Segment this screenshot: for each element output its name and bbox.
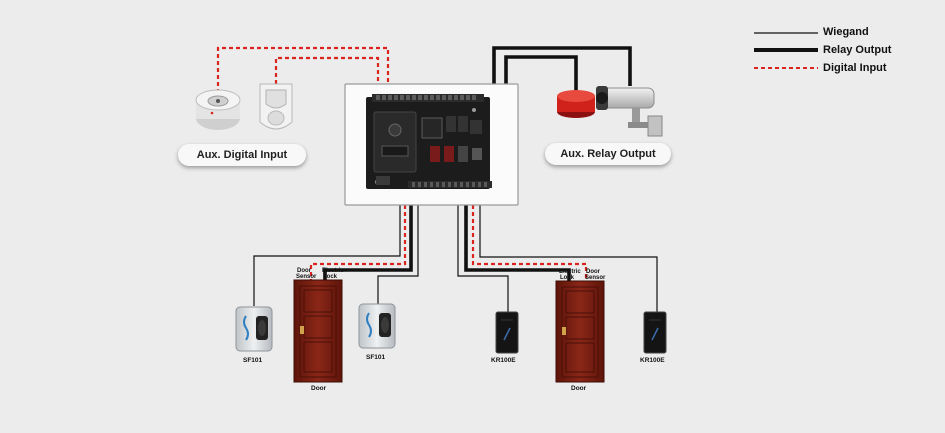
siren-icon <box>557 90 595 118</box>
door-left-label: Door <box>311 385 327 392</box>
legend-digital-label: Digital Input <box>823 62 887 74</box>
legend-relay-label: Relay Output <box>823 44 892 56</box>
controller-panel <box>344 83 519 206</box>
smoke-detector-icon <box>195 89 241 130</box>
sf101-left-label: SF101 <box>243 357 263 364</box>
fingerprint-reader-right-icon <box>358 303 396 349</box>
electric-lock-right-label: Electric Lock <box>559 269 581 281</box>
legend-lines <box>754 32 818 69</box>
cctv-camera-icon <box>596 86 663 137</box>
fingerprint-reader-left-icon <box>235 306 273 352</box>
digital-input-top-wires <box>216 46 390 93</box>
door-right-icon <box>555 280 605 383</box>
door-right-label: Door <box>571 385 587 392</box>
legend-wiegand-label: Wiegand <box>823 26 869 38</box>
left-bottom-wires <box>253 205 419 306</box>
door-sensor-left-label: Door Sensor <box>296 268 317 280</box>
electric-lock-left-label: Electric Lock <box>322 268 344 280</box>
rfid-reader-left-icon <box>495 311 519 354</box>
motion-sensor-icon <box>259 83 293 130</box>
relay-output-top-wires <box>492 46 632 94</box>
door-sensor-right-label: Door Sensor <box>585 269 606 281</box>
door-left-icon <box>293 279 343 383</box>
aux-relay-output-label: Aux. Relay Output <box>545 143 671 165</box>
rfid-reader-right-icon <box>643 311 667 354</box>
kr100e-left-label: KR100E <box>491 357 516 364</box>
sf101-right-label: SF101 <box>366 354 386 361</box>
kr100e-right-label: KR100E <box>640 357 665 364</box>
right-bottom-wires <box>457 205 658 312</box>
aux-digital-input-label: Aux. Digital Input <box>178 144 306 166</box>
controller-board <box>366 94 492 189</box>
